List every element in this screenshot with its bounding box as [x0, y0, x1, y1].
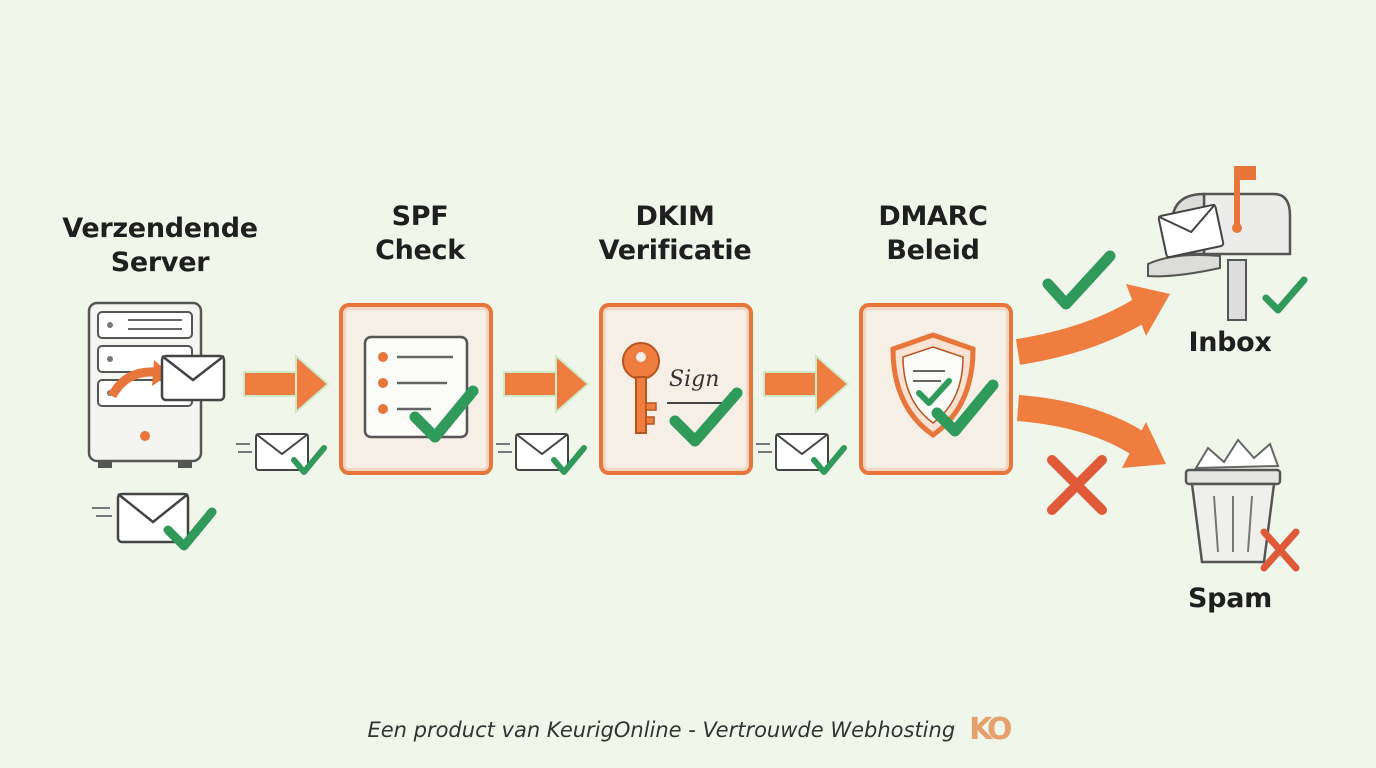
envelope-check-icon — [756, 433, 847, 475]
dmarc-label: DMARC Beleid — [833, 200, 1033, 268]
mailbox-icon — [1147, 166, 1308, 321]
dmarc-policy-box — [859, 303, 1013, 475]
envelope-check-icon — [496, 433, 587, 475]
key-icon — [622, 342, 660, 434]
cross-icon — [1047, 455, 1107, 515]
shield-icon — [890, 332, 999, 439]
check-icon — [1042, 250, 1116, 310]
footer-text: Een product van KeurigOnline - Vertrouwd… — [367, 717, 956, 742]
server-label-line2: Server — [110, 247, 210, 278]
spam-label: Spam — [1188, 583, 1272, 614]
trash-can-icon — [1184, 438, 1300, 572]
dkim-verification-box: Sign — [599, 303, 753, 475]
spf-label-line1: SPF — [391, 201, 449, 232]
dkim-label-line2: Verificatie — [598, 235, 752, 266]
server-label-line1: Verzendende — [62, 213, 258, 244]
inbox-label: Inbox — [1188, 327, 1272, 358]
spf-label: SPF Check — [320, 200, 520, 268]
checklist-icon — [363, 335, 479, 443]
dmarc-label-line1: DMARC — [878, 201, 988, 232]
dmarc-label-line2: Beleid — [886, 235, 980, 266]
dkim-label: DKIM Verificatie — [575, 200, 775, 268]
spf-label-line2: Check — [375, 235, 465, 266]
keuriginline-logo: KO — [969, 712, 1012, 747]
spf-check-box — [339, 303, 493, 475]
footer: Een product van KeurigOnline - Vertrouwd… — [0, 712, 1376, 747]
arrow-icon — [243, 353, 330, 415]
envelope-check-icon — [92, 492, 217, 551]
envelope-check-icon — [236, 433, 327, 475]
arrow-icon — [763, 353, 850, 415]
server-label: Verzendende Server — [40, 212, 280, 280]
signature-check-icon — [667, 387, 743, 447]
server-icon — [87, 301, 226, 468]
arrow-icon — [503, 353, 590, 415]
dkim-label-line1: DKIM — [635, 201, 715, 232]
signature-text: Sign — [669, 367, 720, 392]
branch-arrows-icon — [1015, 284, 1170, 468]
